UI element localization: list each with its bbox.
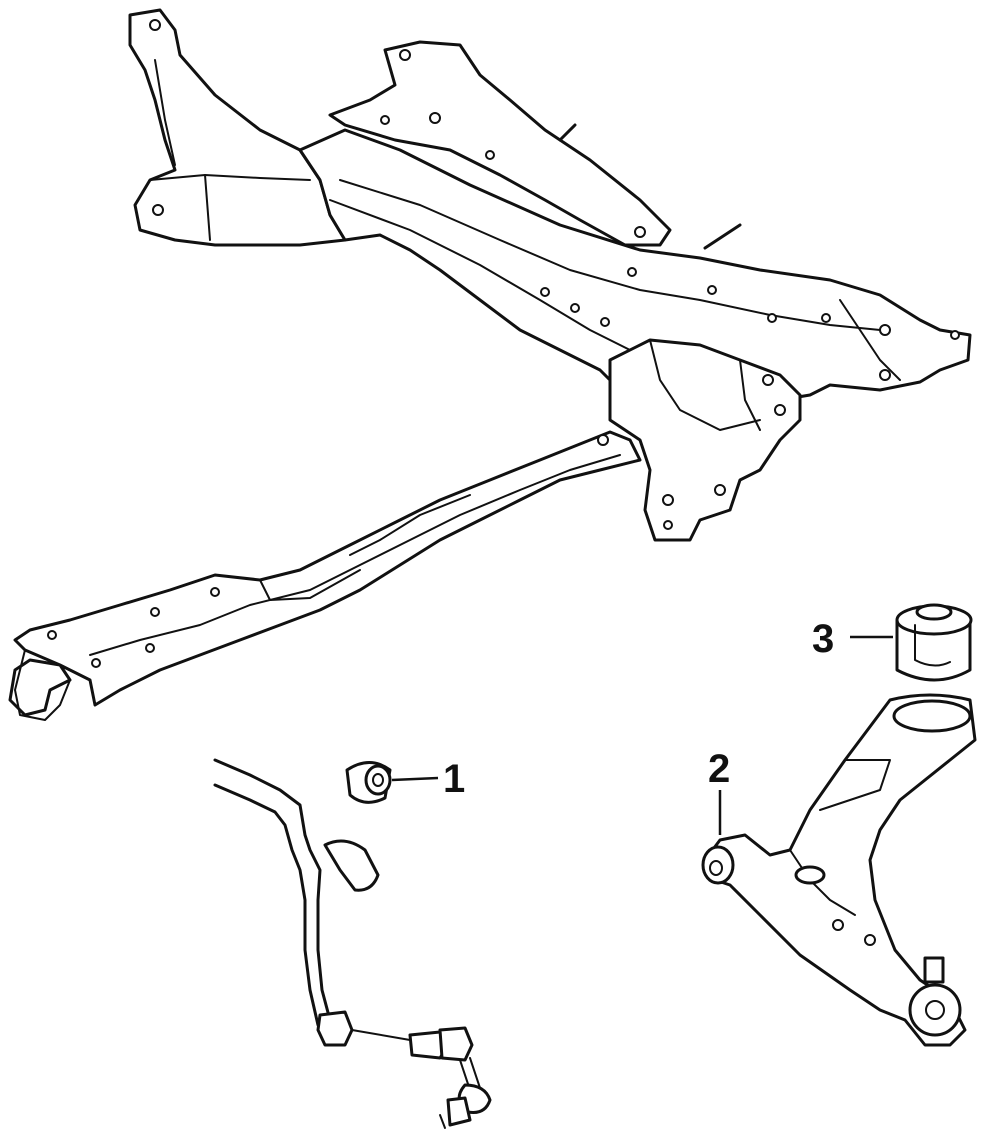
left-side-rail (8, 430, 642, 721)
callout-2-label: 2 (708, 747, 730, 791)
bushing-part-3 (895, 603, 973, 682)
callout-3-label: 3 (812, 617, 834, 661)
stabilizer-bush-part-1 (345, 761, 392, 804)
front-subframe (128, 8, 972, 542)
callout-1-label: 1 (443, 757, 465, 801)
lower-control-arm-part-2 (701, 693, 977, 1047)
callout-1-leader (391, 776, 439, 782)
stabilizer-bar (213, 758, 492, 1129)
